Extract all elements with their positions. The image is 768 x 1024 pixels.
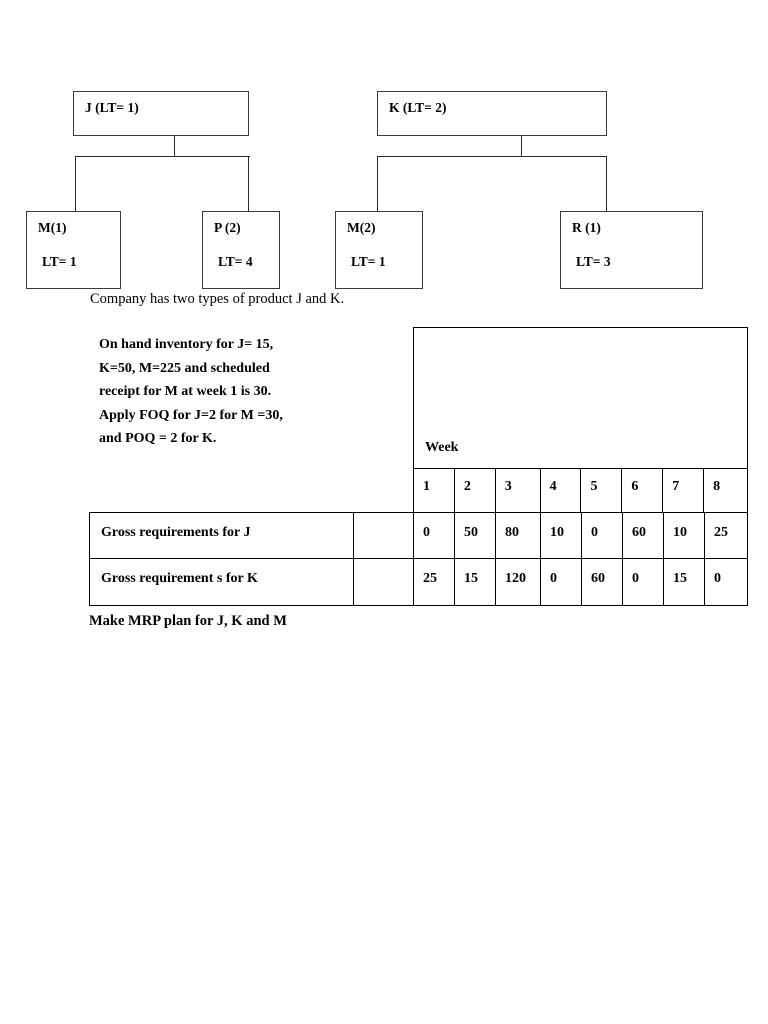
value-cell: 10 bbox=[540, 512, 581, 559]
value-cell: 25 bbox=[413, 559, 454, 606]
connector-k-bar bbox=[377, 156, 607, 158]
bom-node-m1-leadtime: LT= 1 bbox=[42, 254, 77, 270]
connector-j-stem bbox=[174, 136, 176, 157]
table-row: Gross requirement s for K 25 15 120 0 60… bbox=[89, 559, 748, 606]
connector-j-to-m1 bbox=[75, 156, 77, 212]
connector-k-to-m2 bbox=[377, 156, 379, 212]
make-mrp-plan-caption: Make MRP plan for J, K and M bbox=[89, 613, 287, 629]
value-cell: 10 bbox=[663, 512, 704, 559]
value-cell: 15 bbox=[663, 559, 704, 606]
bom-node-m2: M(2) LT= 1 bbox=[335, 211, 423, 289]
week-number-cell: 4 bbox=[539, 469, 581, 512]
week-number-cell: 1 bbox=[413, 469, 454, 512]
row-label-j: Gross requirements for J bbox=[89, 512, 353, 559]
value-cell: 0 bbox=[622, 559, 663, 606]
gross-requirements-table: Week 1 2 3 4 5 6 7 8 Gross requirements … bbox=[89, 327, 748, 613]
problem-statement: On hand inventory for J= 15, K=50, M=225… bbox=[99, 333, 339, 451]
week-number-row: 1 2 3 4 5 6 7 8 bbox=[413, 468, 748, 512]
value-cell: 120 bbox=[495, 559, 540, 606]
week-number-cell: 5 bbox=[580, 469, 622, 512]
bom-node-m2-label: M(2) bbox=[347, 220, 376, 235]
bom-node-j: J (LT= 1) bbox=[73, 91, 249, 136]
value-cell: 60 bbox=[581, 559, 622, 606]
bom-node-r1: R (1) LT= 3 bbox=[560, 211, 703, 289]
statement-line: receipt for M at week 1 is 30. bbox=[99, 384, 272, 399]
bom-node-m1: M(1) LT= 1 bbox=[26, 211, 121, 289]
table-row: Gross requirements for J 0 50 80 10 0 60… bbox=[89, 512, 748, 559]
row-spacer-cell bbox=[353, 559, 413, 606]
bom-node-p2: P (2) LT= 4 bbox=[202, 211, 280, 289]
bom-diagram: J (LT= 1) K (LT= 2) M(1) LT= 1 P (2) LT=… bbox=[0, 0, 768, 300]
bom-node-k: K (LT= 2) bbox=[377, 91, 607, 136]
week-number-cell: 6 bbox=[621, 469, 663, 512]
row-spacer-cell bbox=[353, 512, 413, 559]
week-number-cell: 8 bbox=[703, 469, 747, 512]
company-caption: Company has two types of product J and K… bbox=[90, 291, 345, 307]
connector-k-to-r1 bbox=[606, 156, 608, 212]
value-cell: 50 bbox=[454, 512, 495, 559]
value-cell: 80 bbox=[495, 512, 540, 559]
connector-k-stem bbox=[521, 136, 523, 157]
bom-node-k-label: K (LT= 2) bbox=[389, 100, 447, 115]
week-number-cell: 7 bbox=[662, 469, 704, 512]
bom-node-p2-label: P (2) bbox=[214, 220, 241, 235]
statement-line: Apply FOQ for J=2 for M =30, bbox=[99, 407, 283, 423]
value-cell: 0 bbox=[540, 559, 581, 606]
statement-line: and POQ = 2 for K. bbox=[99, 431, 217, 446]
week-header-label: Week bbox=[425, 440, 459, 455]
bom-node-m2-leadtime: LT= 1 bbox=[351, 254, 386, 270]
bom-node-p2-leadtime: LT= 4 bbox=[218, 254, 253, 270]
bom-node-r1-label: R (1) bbox=[572, 220, 601, 235]
row-label-k: Gross requirement s for K bbox=[89, 559, 353, 606]
bom-node-r1-leadtime: LT= 3 bbox=[576, 254, 611, 270]
value-cell: 60 bbox=[622, 512, 663, 559]
bom-node-m1-label: M(1) bbox=[38, 220, 67, 235]
connector-j-to-p2 bbox=[248, 156, 250, 212]
connector-j-bar bbox=[75, 156, 250, 158]
value-cell: 25 bbox=[704, 512, 748, 559]
value-cell: 15 bbox=[454, 559, 495, 606]
value-cell: 0 bbox=[704, 559, 748, 606]
week-header-cell: Week bbox=[413, 327, 748, 468]
week-number-cell: 2 bbox=[453, 469, 495, 512]
week-number-cell: 3 bbox=[494, 469, 540, 512]
statement-line: On hand inventory for J= 15, bbox=[99, 337, 274, 352]
value-cell: 0 bbox=[413, 512, 454, 559]
value-cell: 0 bbox=[581, 512, 622, 559]
bom-node-j-label: J (LT= 1) bbox=[85, 100, 139, 115]
statement-line: K=50, M=225 and scheduled bbox=[99, 360, 270, 376]
